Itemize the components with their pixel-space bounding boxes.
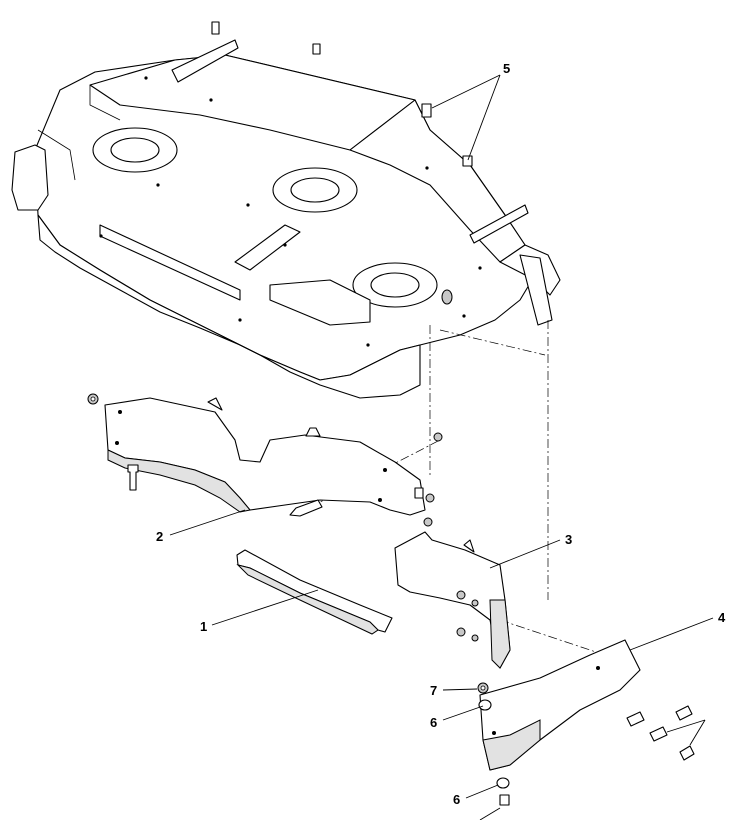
- washer-6b: [496, 777, 510, 806]
- callout-4: 4: [718, 610, 726, 625]
- callout-5: 5: [503, 61, 510, 76]
- callout-1: 1: [200, 619, 207, 634]
- callout-numbers: 1 2 3 4 5 6 6 7: [156, 61, 726, 807]
- spindle-right: [352, 262, 438, 308]
- callout-7: 7: [430, 683, 437, 698]
- right-baffle: [394, 531, 511, 669]
- callout-6a: 6: [430, 715, 437, 730]
- left-baffle: [87, 393, 443, 527]
- nut-7: [477, 682, 489, 694]
- callout-3: 3: [565, 532, 572, 547]
- callout-leaders: [169, 74, 714, 820]
- blade: [236, 549, 393, 635]
- washer-6a: [478, 699, 492, 711]
- callout-6b: 6: [453, 792, 460, 807]
- callout-2: 2: [156, 529, 163, 544]
- discharge-cover: [479, 639, 695, 771]
- spindle-left: [92, 127, 178, 173]
- spindle-center: [272, 167, 358, 213]
- mower-deck: [11, 21, 561, 399]
